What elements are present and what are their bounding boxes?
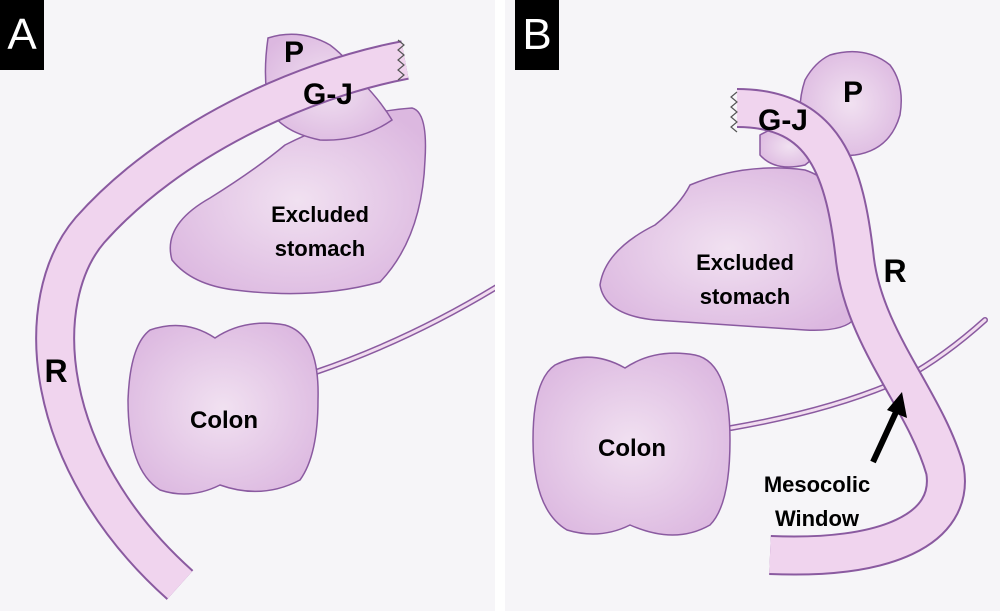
panel-b: B P G-J Excluded [505,0,1000,611]
panel-a-letter: A [0,0,44,70]
mesocolic-window-label-line2: Window [775,506,860,531]
colon-label: Colon [190,407,258,434]
mesocolic-window-arrow [870,392,907,464]
staple-line [730,91,738,133]
gastrojejunostomy-label: G-J [758,104,808,137]
roux-limb-label: R [883,253,906,289]
colon-label: Colon [598,435,666,462]
pouch-label: P [843,76,863,109]
panel-a: A P G-J Excluded stomach R Colon [0,0,495,611]
mesocolic-window-label-line1: Mesocolic [764,472,870,497]
staple-line [397,39,405,81]
panel-divider [495,0,505,611]
colon-shape [532,352,731,536]
excluded-stomach-label-line1: Excluded [696,250,794,275]
gastrojejunostomy-label: G-J [303,78,353,111]
excluded-stomach-label-line2: stomach [700,284,790,309]
roux-limb-label: R [44,353,67,389]
pouch-label: P [284,36,304,69]
excluded-stomach-label-line1: Excluded [271,202,369,227]
excluded-stomach-label-line2: stomach [275,236,365,261]
excluded-stomach-shape [169,107,427,295]
mesocolon-line [313,284,495,375]
panel-b-illustration: P G-J Excluded stomach R Colon Mesocolic… [532,50,988,576]
panel-b-letter: B [515,0,559,70]
panel-a-illustration: P G-J Excluded stomach R Colon [35,33,495,600]
colon-shape [127,322,319,495]
